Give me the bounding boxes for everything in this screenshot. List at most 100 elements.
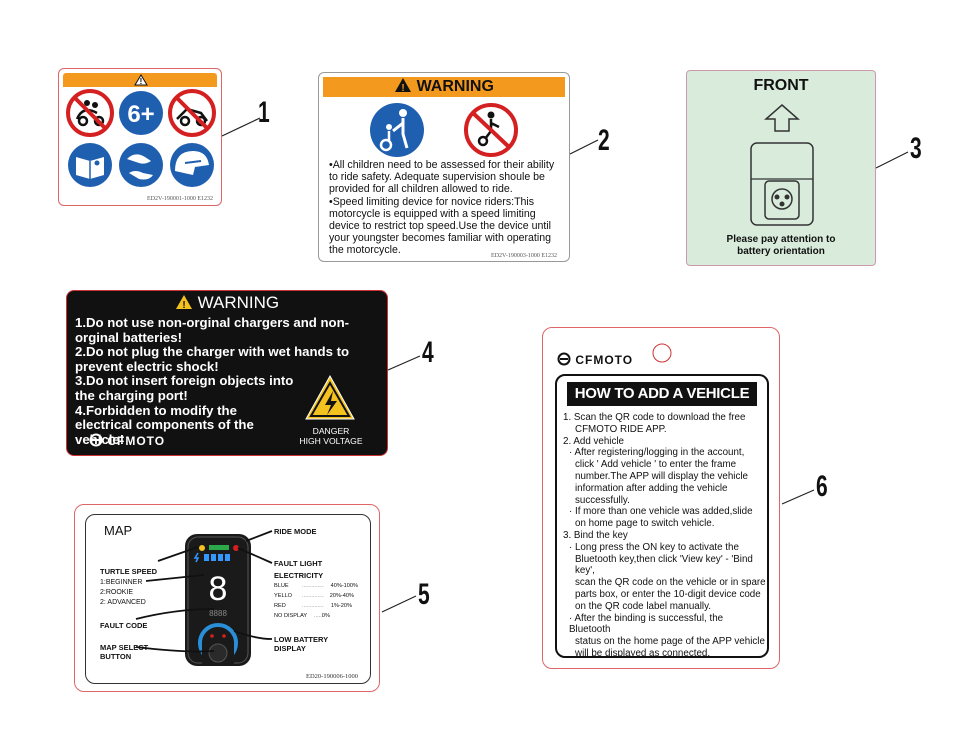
danger-line-1: DANGER bbox=[312, 426, 350, 436]
electricity-table: BLUE..............40%-100% YELLO........… bbox=[274, 583, 358, 623]
warning-bullet-1: •All children need to be assessed for th… bbox=[329, 159, 555, 196]
warning-item-1: 1.Do not use non-orginal chargers and no… bbox=[75, 315, 350, 345]
wear-helmet-icon bbox=[170, 143, 214, 187]
instruction-line: Bluetooth key,then click 'View key' - 'B… bbox=[575, 553, 753, 577]
leader-line-3 bbox=[875, 151, 909, 169]
instruction-line: · Long press the ON key to activate the bbox=[569, 541, 739, 553]
instruction-line: number.The APP will display the vehicle bbox=[575, 470, 748, 482]
map-select-label: MAP SELECT BUTTON bbox=[100, 643, 148, 661]
speed-digit: 8 bbox=[209, 570, 228, 608]
callout-number-6: 6 bbox=[816, 470, 828, 503]
instruction-line: 3. Bind the key bbox=[563, 529, 628, 541]
low-battery-line-2: DISPLAY bbox=[274, 644, 306, 653]
instruction-line: successfully. bbox=[575, 494, 630, 506]
speed-option-rookie: 2:ROOKIE bbox=[100, 589, 134, 596]
callout-number-4: 4 bbox=[422, 336, 434, 369]
instruction-line: scan the QR code on the vehicle or in sp… bbox=[575, 577, 766, 589]
fault-light-label: FAULT LIGHT bbox=[274, 559, 323, 568]
electricity-label: ELECTRICITY bbox=[274, 571, 324, 580]
no-offroad-icon bbox=[168, 89, 216, 137]
svg-text:!: ! bbox=[401, 83, 404, 93]
dashboard-display-icon: 8 8888 bbox=[185, 534, 251, 666]
instruction-line: information after adding the vehicle bbox=[575, 482, 728, 494]
svg-text:!: ! bbox=[182, 300, 185, 310]
electricity-color: RED bbox=[274, 603, 286, 609]
electricity-row-blue: BLUE..............40%-100% bbox=[274, 583, 358, 589]
instruction-line: · After the binding is successful, the B… bbox=[569, 612, 724, 636]
electricity-row-red: RED..............1%-20% bbox=[274, 603, 352, 609]
turtle-speed-label: TURTLE SPEED bbox=[100, 567, 158, 576]
part-code: ED2V-190001-1000 E1232 bbox=[147, 196, 213, 202]
instruction-line: click ' Add vehicle ' to enter the frame bbox=[575, 459, 737, 471]
instruction-line: status on the home page of the APP vehic… bbox=[575, 636, 765, 648]
instruction-line: 2. Add vehicle bbox=[563, 435, 625, 447]
warning-list: 1.Do not use non-orginal chargers and no… bbox=[75, 315, 385, 447]
cfmoto-logo: CFMOTO bbox=[557, 352, 633, 367]
instruction-line: on the QR code label manually. bbox=[575, 600, 711, 612]
leader-line-1 bbox=[221, 117, 261, 137]
instruction-line: 1. Scan the QR code to download the free bbox=[563, 412, 746, 423]
danger-text: DANGER HIGH VOLTAGE bbox=[289, 426, 373, 446]
hang-hole-icon bbox=[652, 343, 672, 363]
sticker-1-safety-icons: ! 6+ bbox=[58, 68, 222, 206]
map-title: MAP bbox=[104, 523, 133, 538]
sticker-4-charging-warning: ! WARNING 1.Do not use non-orginal charg… bbox=[66, 290, 388, 456]
sticker-2-child-warning: ! WARNING •All children need to be asses… bbox=[318, 72, 570, 262]
instruction-line: parts box, or enter the 10-digit device … bbox=[575, 588, 761, 600]
up-arrow-icon bbox=[764, 104, 800, 132]
map-pointer-lines bbox=[135, 530, 273, 653]
electricity-color: BLUE bbox=[274, 583, 289, 589]
no-unsupervised-child-icon bbox=[464, 103, 518, 157]
part-code: ED2V-190003-1000 E1232 bbox=[491, 253, 557, 259]
wear-gloves-boots-icon bbox=[119, 143, 163, 187]
leader-line-2 bbox=[569, 139, 599, 155]
child-pictograms bbox=[370, 103, 518, 157]
speed-option-advanced: 2: ADVANCED bbox=[100, 599, 146, 606]
brand-name: CFMOTO bbox=[107, 434, 166, 448]
warning-triangle-icon: ! bbox=[175, 295, 192, 311]
warning-bullet-2: •Speed limiting device for novice riders… bbox=[329, 195, 551, 257]
caption-line-2: battery orientation bbox=[737, 246, 825, 257]
part-code: ED20-190006-1000 bbox=[306, 673, 358, 680]
instructions-text: 1. Scan the QR code to download the free… bbox=[563, 412, 767, 660]
adult-supervision-icon bbox=[370, 103, 424, 157]
electricity-color: YELLO bbox=[274, 593, 293, 599]
warning-title: WARNING bbox=[416, 78, 494, 95]
warning-title: WARNING bbox=[197, 293, 280, 312]
instruction-line: · If more than one vehicle was added,sli… bbox=[569, 506, 753, 518]
electricity-range: 1%-20% bbox=[330, 603, 352, 609]
map-select-line-1: MAP SELECT bbox=[100, 643, 149, 652]
instructions-frame: HOW TO ADD A VEHICLE 1. Scan the QR code… bbox=[555, 374, 769, 660]
warning-triangle-icon: ! bbox=[134, 74, 148, 86]
electricity-range: 40%-100% bbox=[330, 583, 358, 589]
orientation-caption: Please pay attention to battery orientat… bbox=[687, 234, 875, 258]
instruction-line: · After registering/logging in the accou… bbox=[569, 447, 745, 459]
sticker-5-dashboard-map: MAP 8 8888 TURTLE SPEED 1:BEGINNER 2:ROO… bbox=[74, 504, 380, 692]
electricity-row-none: NO DISPLAY......0% bbox=[274, 613, 330, 619]
sticker-6-add-vehicle-tag: CFMOTO HOW TO ADD A VEHICLE 1. Scan the … bbox=[542, 327, 780, 669]
instruction-line: will be displayed as connected. bbox=[575, 647, 711, 659]
leader-line-4 bbox=[387, 355, 421, 371]
low-battery-label: LOW BATTERY DISPLAY bbox=[274, 635, 328, 653]
ride-mode-label: RIDE MODE bbox=[274, 527, 317, 536]
cfmoto-logo-icon bbox=[557, 352, 571, 366]
leader-line-6 bbox=[781, 489, 815, 505]
instruction-line: on home page to switch vehicle. bbox=[575, 518, 715, 530]
warning-item-3: 3.Do not insert foreign objects into the… bbox=[75, 373, 294, 403]
danger-line-2: HIGH VOLTAGE bbox=[299, 435, 363, 446]
cfmoto-logo: CFMOTO bbox=[89, 433, 165, 448]
warning-header-bar: ! bbox=[63, 73, 217, 87]
fault-code-label: FAULT CODE bbox=[100, 621, 148, 630]
svg-text:!: ! bbox=[140, 77, 143, 86]
electricity-color: NO DISPLAY bbox=[274, 613, 308, 619]
leader-line-5 bbox=[381, 595, 417, 613]
callout-number-5: 5 bbox=[418, 578, 430, 611]
sticker-3-battery-orientation: FRONT Please pay attention to battery or… bbox=[686, 70, 876, 266]
electricity-range: 0% bbox=[321, 613, 330, 619]
map-select-line-2: BUTTON bbox=[100, 652, 132, 661]
callout-number-3: 3 bbox=[910, 132, 922, 165]
fault-code-digits: 8888 bbox=[209, 609, 227, 618]
brand-name: CFMOTO bbox=[575, 353, 634, 367]
cfmoto-logo-icon bbox=[89, 433, 103, 447]
electricity-row-yellow: YELLO..............20%-40% bbox=[274, 593, 354, 599]
